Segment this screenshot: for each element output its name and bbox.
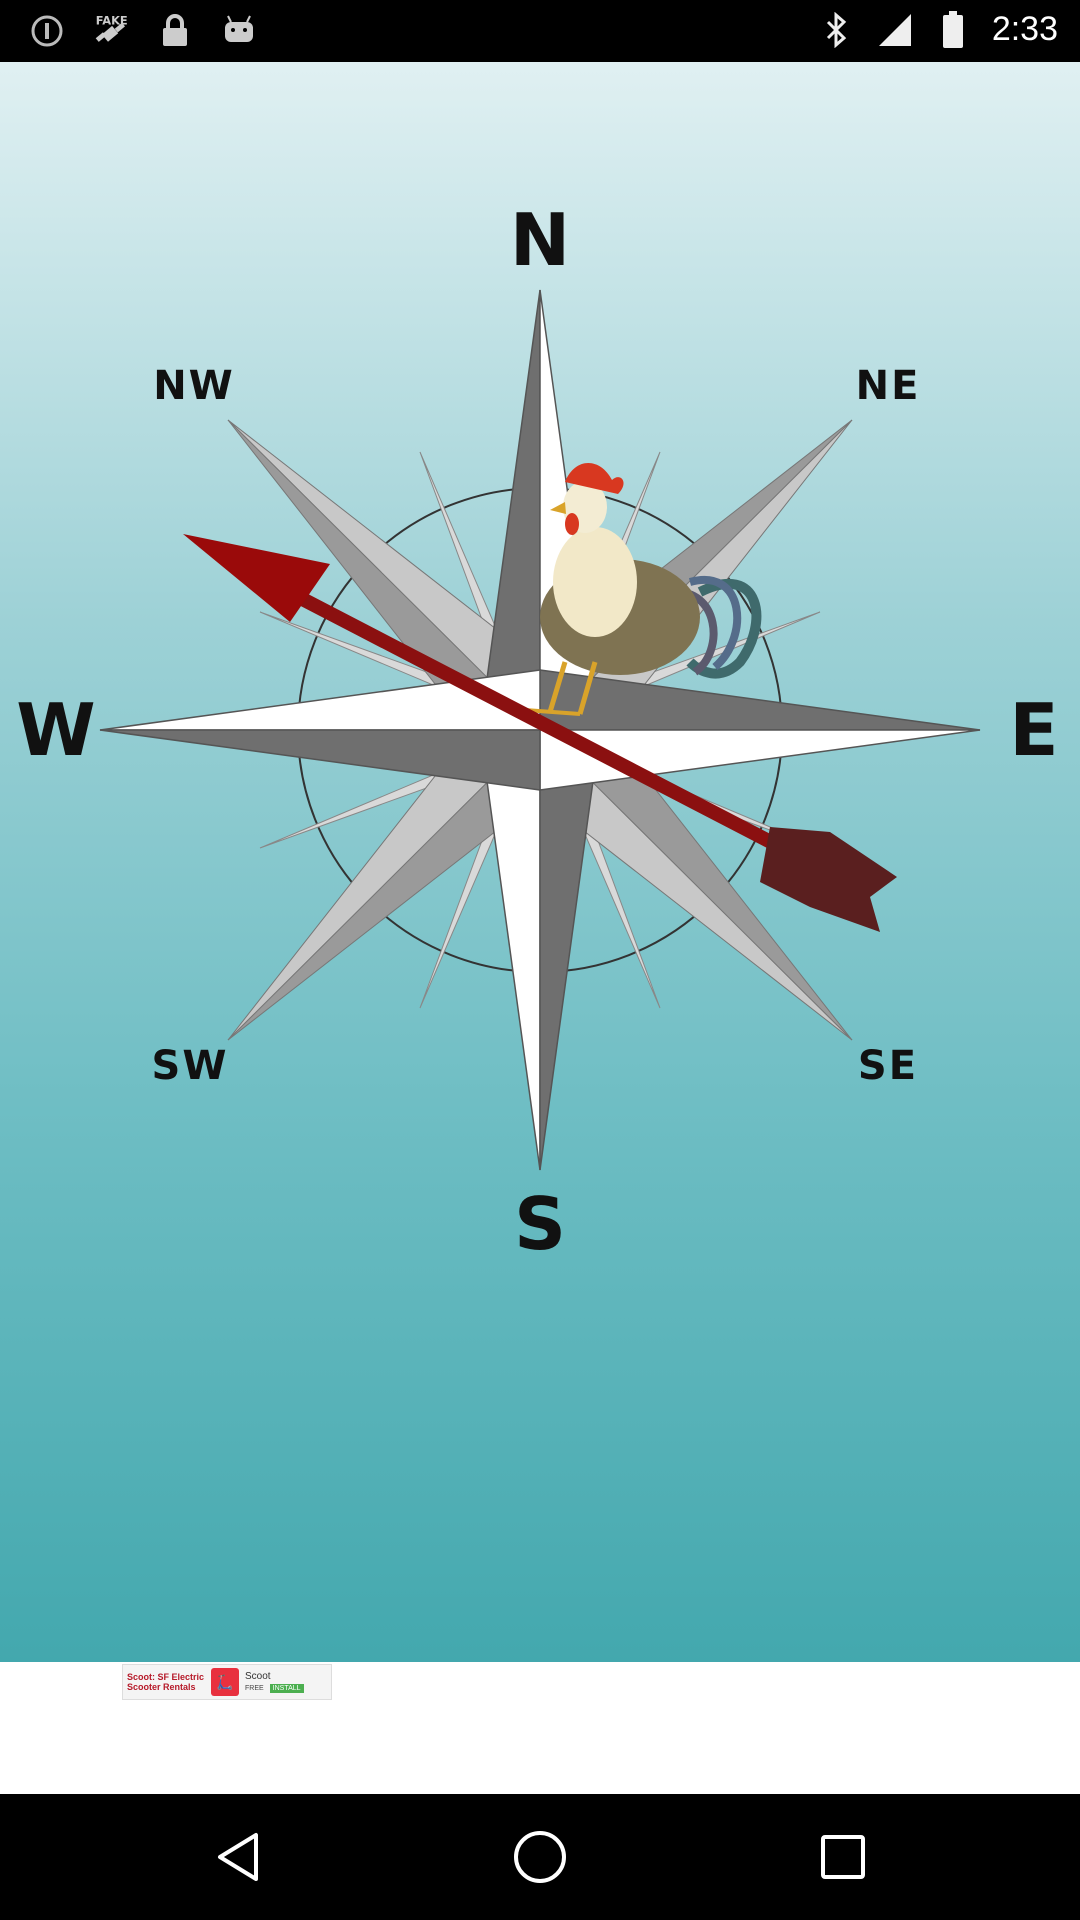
home-icon	[514, 1831, 566, 1883]
compass-rose	[99, 289, 981, 1171]
fake-gps-icon: FAKE	[92, 12, 130, 50]
home-button[interactable]	[500, 1817, 580, 1897]
label-northwest: NW	[153, 363, 235, 409]
svg-text:FAKE: FAKE	[96, 13, 128, 27]
recents-button[interactable]	[803, 1817, 883, 1897]
alert-circle-icon	[28, 12, 66, 50]
rooster-icon	[524, 462, 762, 716]
label-south: S	[514, 1182, 566, 1266]
ad-install-button[interactable]: INSTALL	[269, 1684, 304, 1693]
label-north: N	[509, 198, 571, 282]
recents-icon	[821, 1835, 865, 1879]
label-northeast: NE	[855, 363, 921, 409]
label-southwest: SW	[151, 1043, 229, 1089]
navigation-bar	[0, 1794, 1080, 1920]
needle-arrow-icon	[183, 534, 897, 932]
signal-icon	[876, 11, 914, 49]
ad-title: Scoot: SF Electric Scooter Rentals	[127, 1672, 205, 1692]
ad-app-name: Scoot	[245, 1671, 271, 1682]
label-east: E	[1009, 688, 1059, 772]
compass-screen: N NW NE W E SW SE S	[0, 62, 1080, 1662]
scooter-icon: 🛴	[211, 1668, 239, 1696]
ad-banner[interactable]: Scoot: SF Electric Scooter Rentals 🛴 Sco…	[122, 1664, 332, 1700]
back-button[interactable]	[198, 1817, 278, 1897]
ad-area: Scoot: SF Electric Scooter Rentals 🛴 Sco…	[0, 1662, 1080, 1794]
back-icon	[218, 1833, 258, 1881]
battery-icon	[934, 10, 972, 49]
android-icon	[220, 12, 258, 50]
lock-icon	[156, 12, 194, 50]
ad-price: FREE	[245, 1685, 264, 1692]
bluetooth-icon	[818, 11, 856, 49]
label-southeast: SE	[857, 1043, 919, 1089]
status-bar: FAKE 2:33	[0, 0, 1080, 62]
label-west: W	[16, 688, 96, 772]
status-time: 2:33	[991, 10, 1058, 48]
